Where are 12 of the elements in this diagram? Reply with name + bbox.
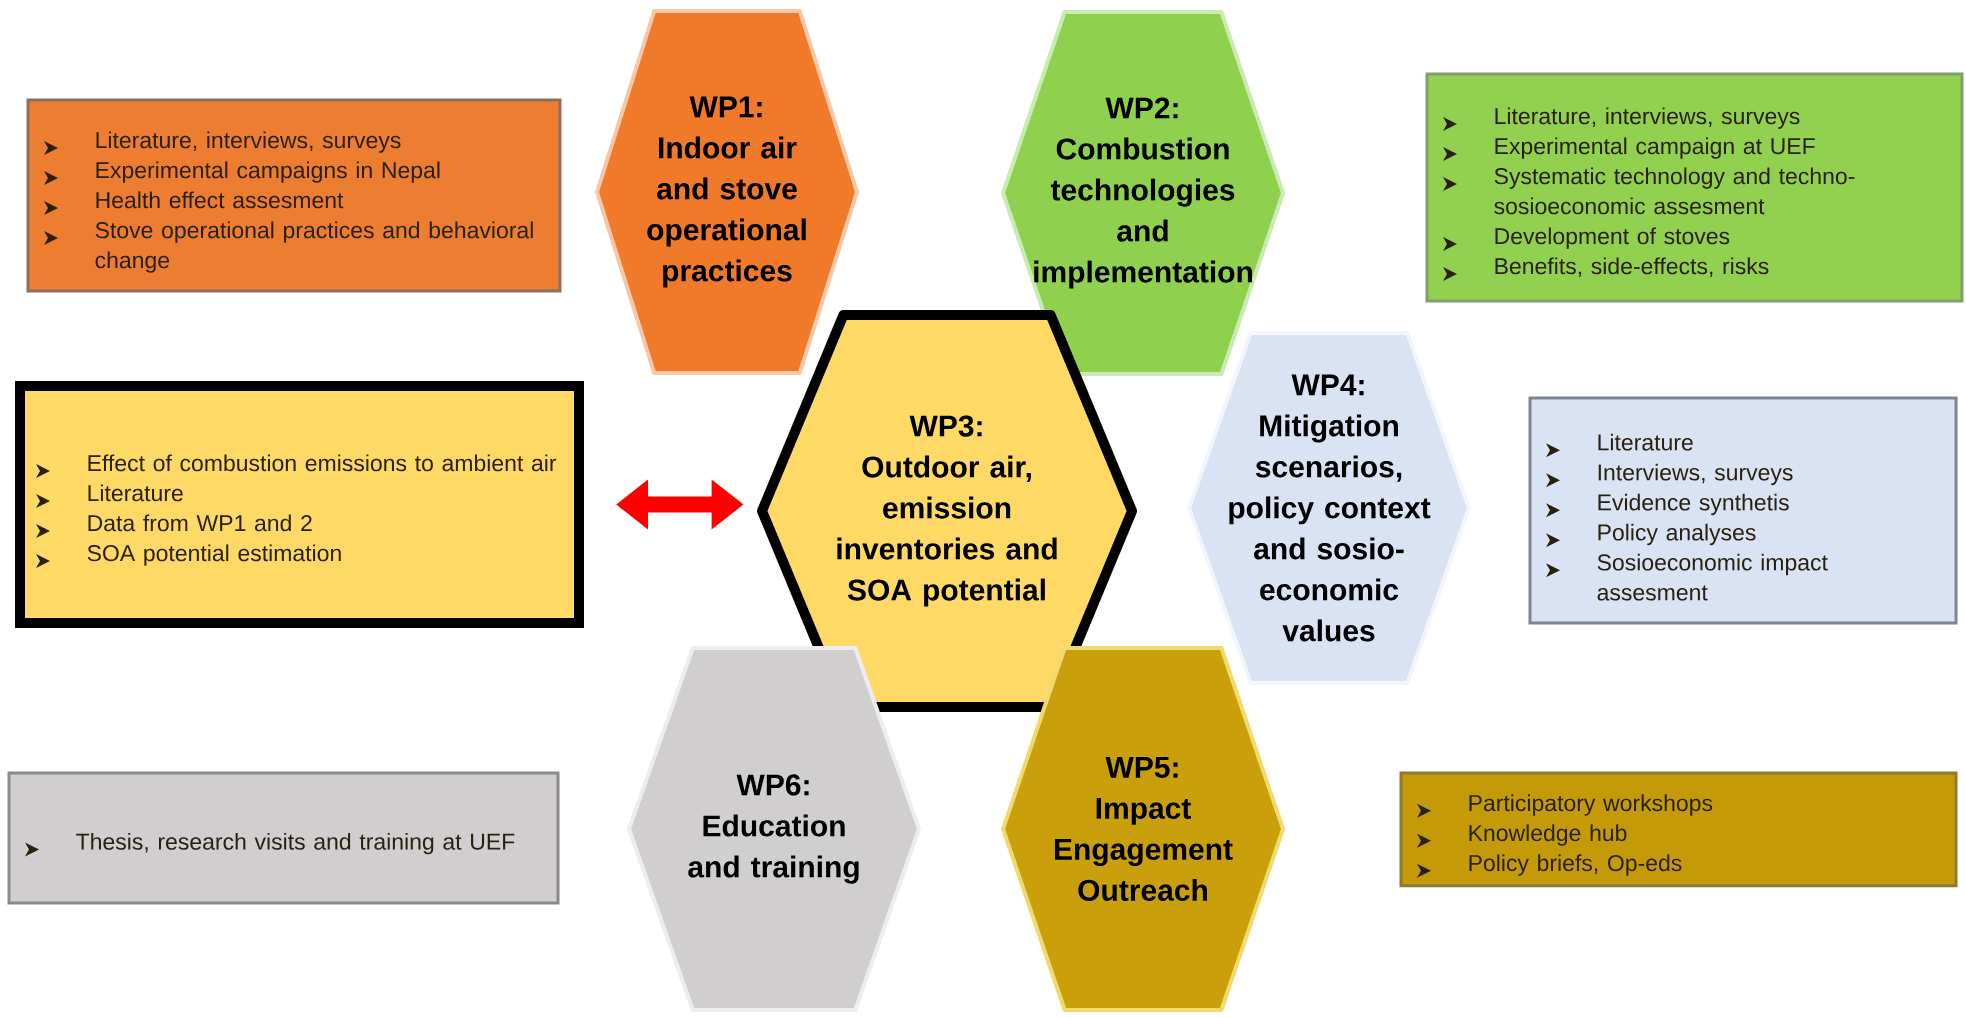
hexagon: WP1: Indoor air and stove operational practices — [595, 9, 859, 375]
hexagon: WP2: Combustion technologies and implementation — [1001, 10, 1285, 376]
bullet-list-box: Literature, interviews, surveys Experimental campaigns in Nepal Health effect assesment Stove operational practices and behavioral change — [26, 98, 562, 293]
bullet-list-box: Effect of combustion emissions to ambient air Literature Data from WP1 and 2 SOA potential estimation — [15, 381, 584, 628]
bullet-list-box: Thesis, research visits and training at UEF — [7, 771, 560, 905]
hexagon: WP3: Outdoor air, emission inventories and SOA potential — [757, 310, 1137, 712]
bullet-list-box: Literature, interviews, surveys Experimental campaign at UEF Systematic technology and techno-sosioeconomic assesment Development of stoves Benefits, side-effects, risks — [1425, 72, 1964, 303]
bullet-list-box: Participatory workshops Knowledge hub Policy briefs, Op-eds — [1399, 771, 1958, 888]
hexagon: WP4: Mitigation scenarios, policy context and sosio-economic values — [1187, 331, 1471, 685]
bullet-list-box: Literature Interviews, surveys Evidence synthetis Policy analyses Sosioeconomic impact assesment — [1528, 396, 1958, 625]
hexagon: WP6: Education and training — [627, 646, 921, 1012]
hexagon: WP5: Impact Engagement Outreach — [1001, 646, 1285, 1012]
